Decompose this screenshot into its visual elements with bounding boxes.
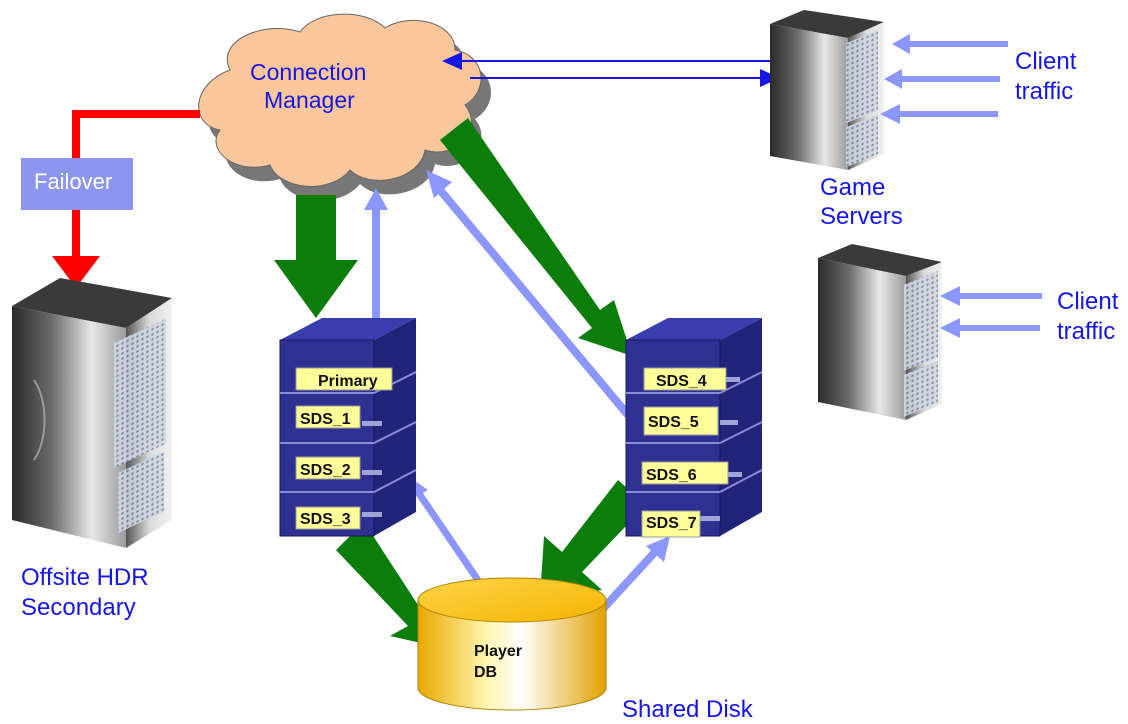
- cloud-label-line1: Connection: [250, 59, 367, 85]
- client-traffic-top-line2: traffic: [1015, 78, 1074, 105]
- client-traffic-arrows-bottom: [940, 286, 1042, 338]
- client-traffic-top-line1: Client: [1015, 48, 1077, 75]
- green-arrow-cloud-to-primary: [274, 195, 358, 318]
- left-server-rack: Primary SDS_1 SDS_2 SDS_3: [279, 318, 417, 537]
- failover-box: [21, 158, 133, 210]
- slot-label-sds-6: SDS_6: [646, 467, 697, 484]
- slot-label-primary: Primary: [318, 373, 378, 390]
- slot-label-sds-5: SDS_5: [648, 414, 699, 431]
- disk-label-line1: Player: [474, 643, 522, 660]
- game-server-bottom-tower: [818, 244, 942, 420]
- game-server-top-tower: [770, 10, 884, 170]
- slot-sds-3: [295, 506, 361, 530]
- light-blue-arrow-primary-to-cloud: [364, 188, 388, 325]
- shared-disk-label: Shared Disk: [622, 696, 753, 723]
- client-traffic-arrows-top: [880, 34, 1008, 124]
- light-blue-arrow-sds5-to-cloud: [426, 170, 632, 418]
- slot-label-sds-1: SDS_1: [300, 411, 351, 428]
- offsite-label-line2: Secondary: [21, 594, 136, 621]
- slot-sds-2: [295, 456, 361, 480]
- slot-label-sds-3: SDS_3: [300, 511, 351, 528]
- game-servers-label-line1: Game: [820, 174, 886, 201]
- right-server-rack: SDS_4 SDS_5 SDS_6 SDS_7: [625, 318, 763, 538]
- slot-label-sds-2: SDS_2: [300, 462, 351, 479]
- client-traffic-bottom-line1: Client: [1057, 288, 1119, 315]
- disk-label-line2: DB: [474, 664, 497, 681]
- cloud-label-line2: Manager: [264, 87, 355, 113]
- game-server-links: [442, 52, 790, 87]
- slot-sds-1: [295, 405, 361, 429]
- game-servers-label-line2: Servers: [820, 203, 903, 230]
- failover-arrow-head: [52, 256, 100, 288]
- offsite-server-tower: [12, 278, 172, 548]
- slot-label-sds-7: SDS_7: [646, 515, 697, 532]
- shared-disk-cylinder: Player DB: [417, 577, 607, 711]
- light-blue-arrow-disk-to-sds7: [597, 536, 670, 615]
- green-arrow-cloud-to-sds4: [440, 118, 632, 356]
- slot-primary: [295, 367, 393, 391]
- green-arrow-sds6-to-disk: [540, 480, 646, 598]
- connection-manager-cloud: [198, 13, 492, 201]
- slot-label-sds-4: SDS_4: [656, 373, 707, 390]
- offsite-label-line1: Offsite HDR: [21, 564, 149, 591]
- slot-sds-7: [641, 510, 701, 538]
- failover-label: Failover: [34, 169, 113, 194]
- slot-sds-5: [643, 406, 719, 436]
- client-traffic-bottom-line2: traffic: [1057, 318, 1116, 345]
